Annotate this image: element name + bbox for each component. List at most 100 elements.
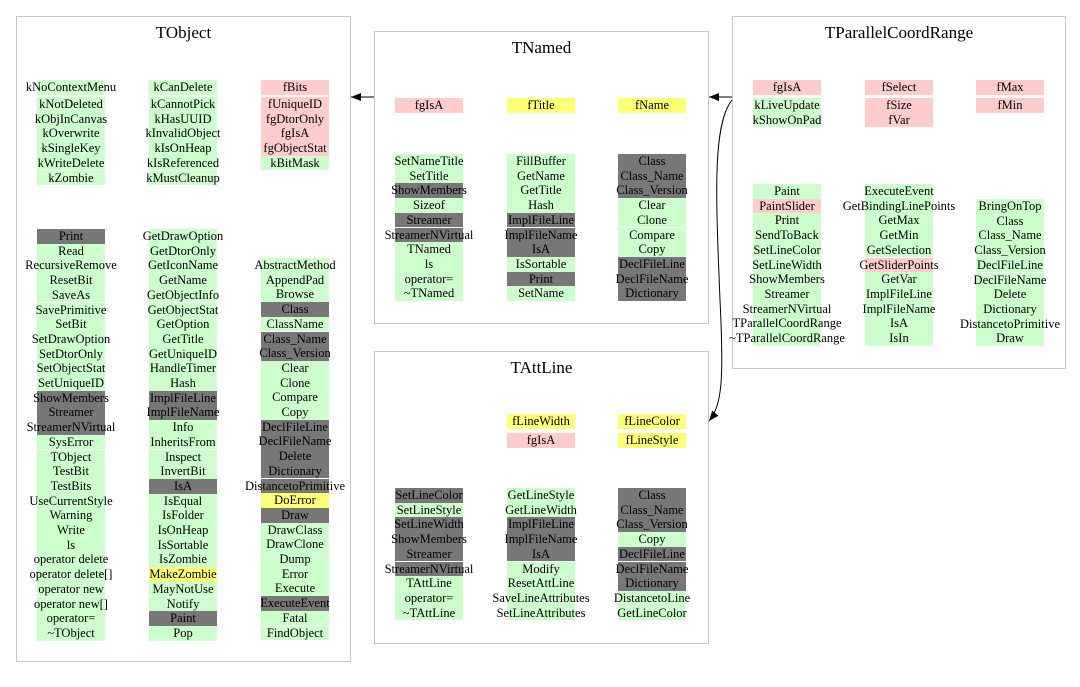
member-item[interactable]: IsIn [865, 331, 933, 346]
member-item[interactable]: Compare [261, 390, 329, 405]
member-item[interactable]: RecursiveRemove [25, 258, 117, 274]
member-item[interactable]: Class_Version [616, 517, 688, 533]
member-item[interactable]: Print [753, 213, 821, 229]
member-item[interactable]: GetBindingLinePoints [843, 198, 955, 214]
member-item[interactable]: TestBits [37, 478, 105, 494]
member-item[interactable]: kNoContextMenu [26, 80, 116, 95]
member-item[interactable]: SetObjectStat [37, 361, 105, 376]
member-item[interactable]: Compare [618, 227, 686, 243]
member-item[interactable]: IsA [149, 478, 217, 494]
member-item[interactable]: Warning [37, 508, 105, 523]
member-item[interactable]: kCanDelete [149, 80, 217, 95]
member-item[interactable]: fgIsA [261, 126, 329, 142]
member-item[interactable]: Clone [261, 375, 329, 391]
member-item[interactable]: InheritsFrom [149, 434, 217, 450]
member-item[interactable]: kHasUUID [149, 111, 217, 127]
member-item[interactable]: ImplFileName [505, 532, 577, 547]
member-item[interactable]: IsZombie [149, 552, 217, 568]
member-item[interactable]: GetVar [865, 272, 933, 287]
member-item[interactable]: StreamerNVirtual [27, 420, 115, 435]
member-item[interactable]: HandleTimer [149, 361, 217, 376]
member-item[interactable]: Class [261, 302, 329, 317]
member-item[interactable]: Class [976, 213, 1044, 229]
member-item[interactable]: Print [37, 229, 105, 244]
member-item[interactable]: kCannotPick [149, 97, 217, 112]
member-item[interactable]: Delete [261, 449, 329, 464]
member-item[interactable]: GetIconName [148, 258, 218, 274]
member-item[interactable]: fLineStyle [618, 433, 686, 448]
member-item[interactable]: ImplFileLine [865, 286, 933, 302]
member-item[interactable]: operator= [395, 271, 463, 287]
member-item[interactable]: BringOnTop [976, 199, 1044, 214]
member-item[interactable]: Draw [976, 331, 1044, 346]
member-item[interactable]: PaintSlider [753, 198, 821, 214]
member-item[interactable]: DeclFileName [616, 271, 688, 287]
member-item[interactable]: fSelect [865, 80, 933, 95]
member-item[interactable]: Class_Version [259, 346, 331, 361]
member-item[interactable]: kShowOnPad [753, 112, 821, 128]
member-item[interactable]: fTitle [507, 98, 575, 113]
member-item[interactable]: GetName [507, 168, 575, 184]
member-item[interactable]: SetUniqueID [37, 376, 105, 391]
member-item[interactable]: AbstractMethod [254, 258, 336, 273]
member-item[interactable]: kOverwrite [37, 126, 105, 142]
member-item[interactable]: Streamer [395, 212, 463, 228]
member-item[interactable]: GetOption [149, 317, 217, 332]
member-item[interactable]: Class_Name [261, 331, 329, 347]
member-item[interactable]: Error [261, 566, 329, 582]
member-item[interactable]: Hash [507, 198, 575, 213]
member-item[interactable]: DeclFileLine [618, 546, 686, 562]
member-item[interactable]: SetDrawOption [32, 331, 110, 347]
member-item[interactable]: ExecuteEvent [864, 184, 934, 199]
member-item[interactable]: fgIsA [753, 80, 821, 95]
member-item[interactable]: StreamerNVirtual [385, 227, 473, 243]
member-item[interactable]: Dictionary [618, 286, 686, 301]
member-item[interactable]: fUniqueID [261, 97, 329, 112]
member-item[interactable]: DeclFileLine [261, 419, 329, 435]
member-item[interactable]: fLineWidth [507, 414, 575, 429]
member-item[interactable]: MakeZombie [149, 567, 217, 582]
member-item[interactable]: kBitMask [261, 155, 329, 171]
member-item[interactable]: Streamer [753, 286, 821, 302]
member-item[interactable]: fVar [865, 112, 933, 128]
member-item[interactable]: Streamer [37, 405, 105, 421]
member-item[interactable]: ImplFileLine [507, 517, 575, 533]
member-item[interactable]: Clear [261, 360, 329, 376]
member-item[interactable]: kLiveUpdate [753, 98, 821, 113]
member-item[interactable]: TParallelCoordRange [733, 316, 842, 331]
member-item[interactable]: TObject [37, 449, 105, 465]
member-item[interactable]: FillBuffer [507, 154, 575, 169]
member-item[interactable]: operator new [37, 581, 105, 597]
member-item[interactable]: GetTitle [507, 183, 575, 199]
member-item[interactable]: fgIsA [507, 433, 575, 448]
member-item[interactable]: IsOnHeap [149, 523, 217, 538]
member-item[interactable]: kIsReferenced [147, 155, 219, 171]
member-item[interactable]: fName [618, 98, 686, 113]
member-item[interactable]: GetMin [865, 228, 933, 243]
member-item[interactable]: Write [37, 523, 105, 538]
member-item[interactable]: operator= [395, 590, 463, 606]
member-item[interactable]: SetLineAttributes [497, 605, 585, 621]
member-item[interactable]: Clone [618, 212, 686, 228]
member-item[interactable]: DeclFileName [974, 272, 1046, 288]
member-item[interactable]: Streamer [395, 546, 463, 562]
member-item[interactable]: ClassName [261, 316, 329, 332]
member-item[interactable]: Paint [149, 611, 217, 626]
member-item[interactable]: SaveAs [37, 287, 105, 303]
member-item[interactable]: GetLineColor [617, 605, 687, 621]
member-item[interactable]: ShowMembers [33, 390, 109, 406]
member-item[interactable]: ImplFileName [147, 405, 219, 421]
member-item[interactable]: DistancetoPrimitive [245, 478, 345, 494]
member-item[interactable]: SetBit [37, 317, 105, 332]
member-item[interactable]: Copy [618, 532, 686, 547]
member-item[interactable]: GetDrawOption [143, 229, 223, 244]
member-item[interactable]: Sizeof [395, 198, 463, 213]
member-item[interactable]: TestBit [37, 464, 105, 479]
member-item[interactable]: GetTitle [149, 331, 217, 347]
member-item[interactable]: GetMax [865, 213, 933, 229]
member-item[interactable]: SendToBack [753, 228, 821, 243]
member-item[interactable]: ls [395, 256, 463, 272]
member-item[interactable]: GetUniqueID [149, 346, 217, 362]
member-item[interactable]: Browse [261, 287, 329, 303]
member-item[interactable]: DeclFileLine [618, 256, 686, 272]
